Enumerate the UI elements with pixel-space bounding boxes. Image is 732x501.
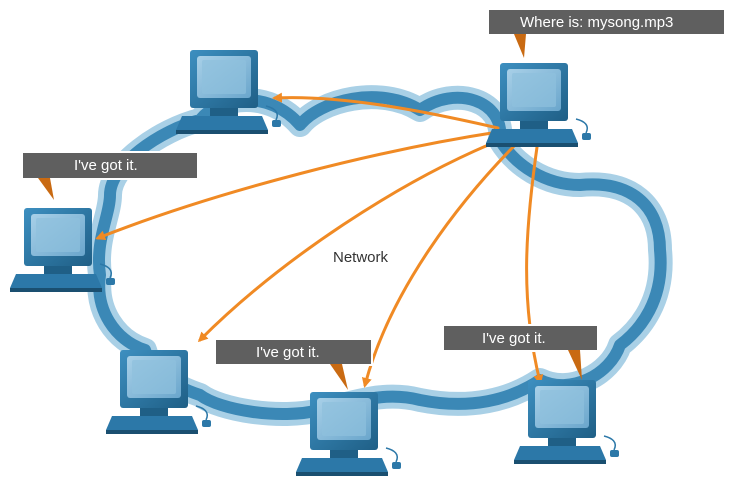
network-label: Network <box>333 249 389 266</box>
reply-callout-right: I've got it. <box>441 324 599 380</box>
reply-callout-bottom: I've got it. <box>213 338 373 390</box>
reply-callout-left: I've got it. <box>20 151 200 200</box>
query-callout: Where is: mysong.mp3 <box>486 8 726 58</box>
computer-icon <box>513 379 620 465</box>
reply-callout-left-text: I've got it. <box>74 157 138 174</box>
reply-callout-right-text: I've got it. <box>482 330 546 347</box>
reply-callout-bottom-text: I've got it. <box>256 344 320 361</box>
query-callout-text: Where is: mysong.mp3 <box>520 14 673 31</box>
computer-icon <box>485 62 592 148</box>
arrow-icon <box>95 92 544 388</box>
